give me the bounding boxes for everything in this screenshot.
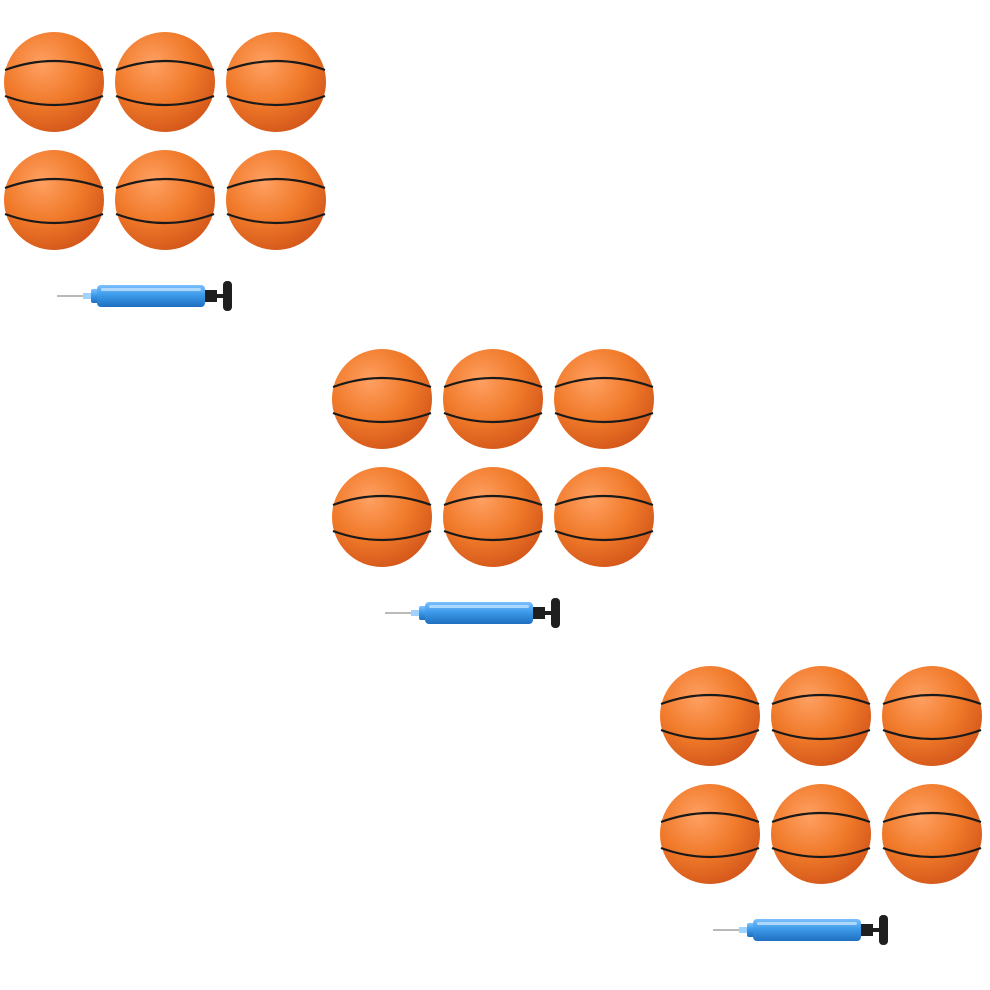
basketball-icon <box>224 148 328 252</box>
basketball-icon <box>441 465 545 569</box>
ball-grid <box>656 664 986 889</box>
basketball-icon <box>2 148 106 252</box>
basketball-icon <box>658 664 762 768</box>
hand-pump-icon <box>55 278 240 314</box>
basketball-icon <box>769 664 873 768</box>
basketball-icon <box>441 347 545 451</box>
basketball-icon <box>224 30 328 134</box>
basketball-icon <box>330 347 434 451</box>
ball-grid <box>0 30 330 255</box>
ball-grid <box>328 347 658 572</box>
basketball-icon <box>880 664 984 768</box>
product-set-3 <box>656 664 986 964</box>
product-set-1 <box>0 30 330 330</box>
basketball-icon <box>113 148 217 252</box>
basketball-icon <box>2 30 106 134</box>
basketball-icon <box>769 782 873 886</box>
hand-pump-icon <box>711 912 896 948</box>
basketball-icon <box>552 465 656 569</box>
product-set-2 <box>328 347 658 647</box>
basketball-icon <box>330 465 434 569</box>
basketball-icon <box>552 347 656 451</box>
basketball-icon <box>880 782 984 886</box>
basketball-icon <box>658 782 762 886</box>
hand-pump-icon <box>383 595 568 631</box>
basketball-icon <box>113 30 217 134</box>
